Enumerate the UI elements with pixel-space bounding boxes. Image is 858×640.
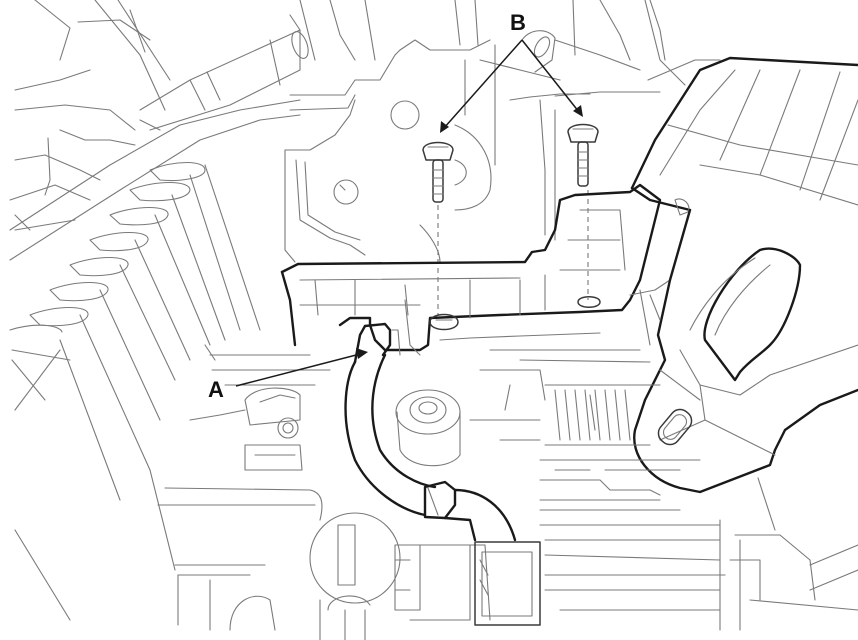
- leader-lines: [235, 39, 583, 387]
- mounting-bracket: [280, 183, 671, 356]
- bushing: [395, 389, 461, 467]
- upper-left-hoses: [9, 0, 301, 261]
- upper-plate: [284, 0, 686, 263]
- right-cover: [630, 56, 858, 531]
- arrow-a-icon: [356, 348, 368, 359]
- leader-a: [235, 353, 361, 387]
- wiring-harness: [344, 322, 517, 542]
- lower-connectors: [309, 512, 541, 640]
- callout-label-b: B: [510, 10, 526, 35]
- bolt-left: [422, 141, 454, 315]
- leader-b-right: [521, 39, 580, 113]
- bolt-right: [567, 123, 599, 300]
- arrow-b-right-icon: [573, 105, 583, 117]
- leader-b-left: [443, 39, 523, 129]
- arrow-b-left-icon: [440, 121, 449, 133]
- mid-floor: [157, 344, 858, 631]
- finned-block: [9, 162, 261, 621]
- callout-label-a: A: [208, 377, 224, 402]
